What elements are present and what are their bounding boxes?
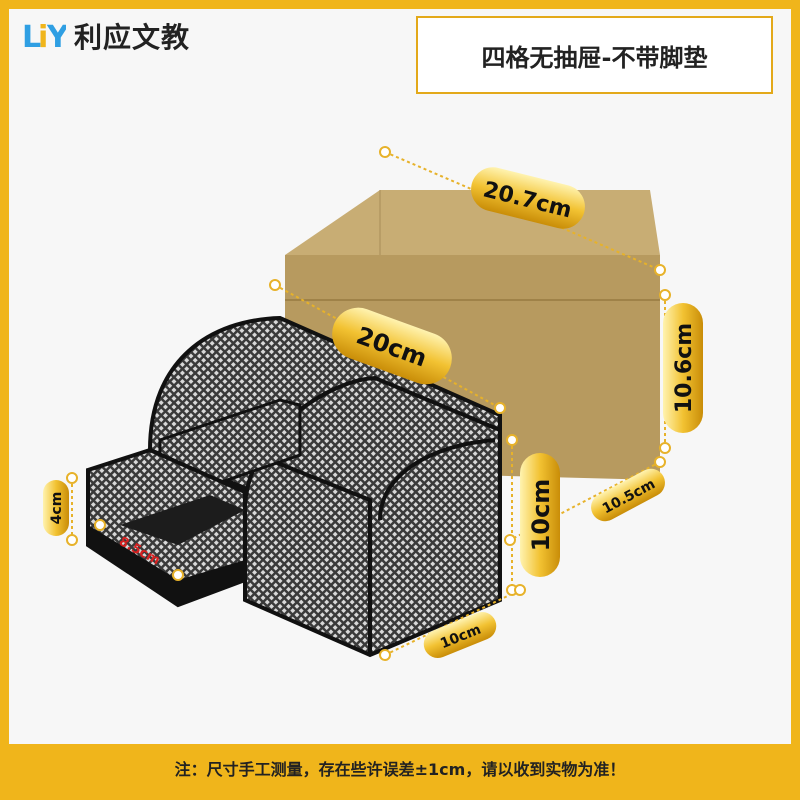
product-photo: 20.7cm 10.6cm 10.5cm 20cm 10cm 10cm 4cm … (0, 120, 800, 710)
brand-name: 利应文教 (74, 21, 191, 54)
mesh-organizer (86, 315, 502, 658)
drawer-height-label: 4cm (49, 492, 65, 525)
label-drawer-height: 4cm (43, 480, 69, 536)
box-height-label: 10.6cm (672, 323, 697, 413)
label-organizer-height: 10cm (520, 453, 560, 577)
disclaimer-banner: 注：尺寸手工测量，存在些许误差±1cm，请以收到实物为准！ (9, 744, 791, 792)
brand-logo: L i Y 利应文教 (22, 16, 190, 56)
svg-text:Y: Y (46, 20, 66, 55)
product-illustration: 20.7cm 10.6cm 10.5cm 20cm 10cm 10cm 4cm … (43, 146, 703, 661)
disclaimer-text: 注：尺寸手工测量，存在些许误差±1cm，请以收到实物为准！ (174, 760, 626, 779)
label-organizer-length: 20cm (332, 307, 452, 385)
product-variant-title-box: 四格无抽屉-不带脚垫 (416, 16, 773, 94)
organizer-height-label: 10cm (527, 479, 555, 552)
svg-text:L: L (22, 20, 41, 55)
dimension-dots (66, 146, 671, 661)
product-variant-title: 四格无抽屉-不带脚垫 (481, 43, 708, 72)
label-box-height: 10.6cm (663, 303, 703, 433)
svg-text:i: i (38, 20, 48, 55)
logo-mark-icon: L i Y (22, 20, 66, 55)
